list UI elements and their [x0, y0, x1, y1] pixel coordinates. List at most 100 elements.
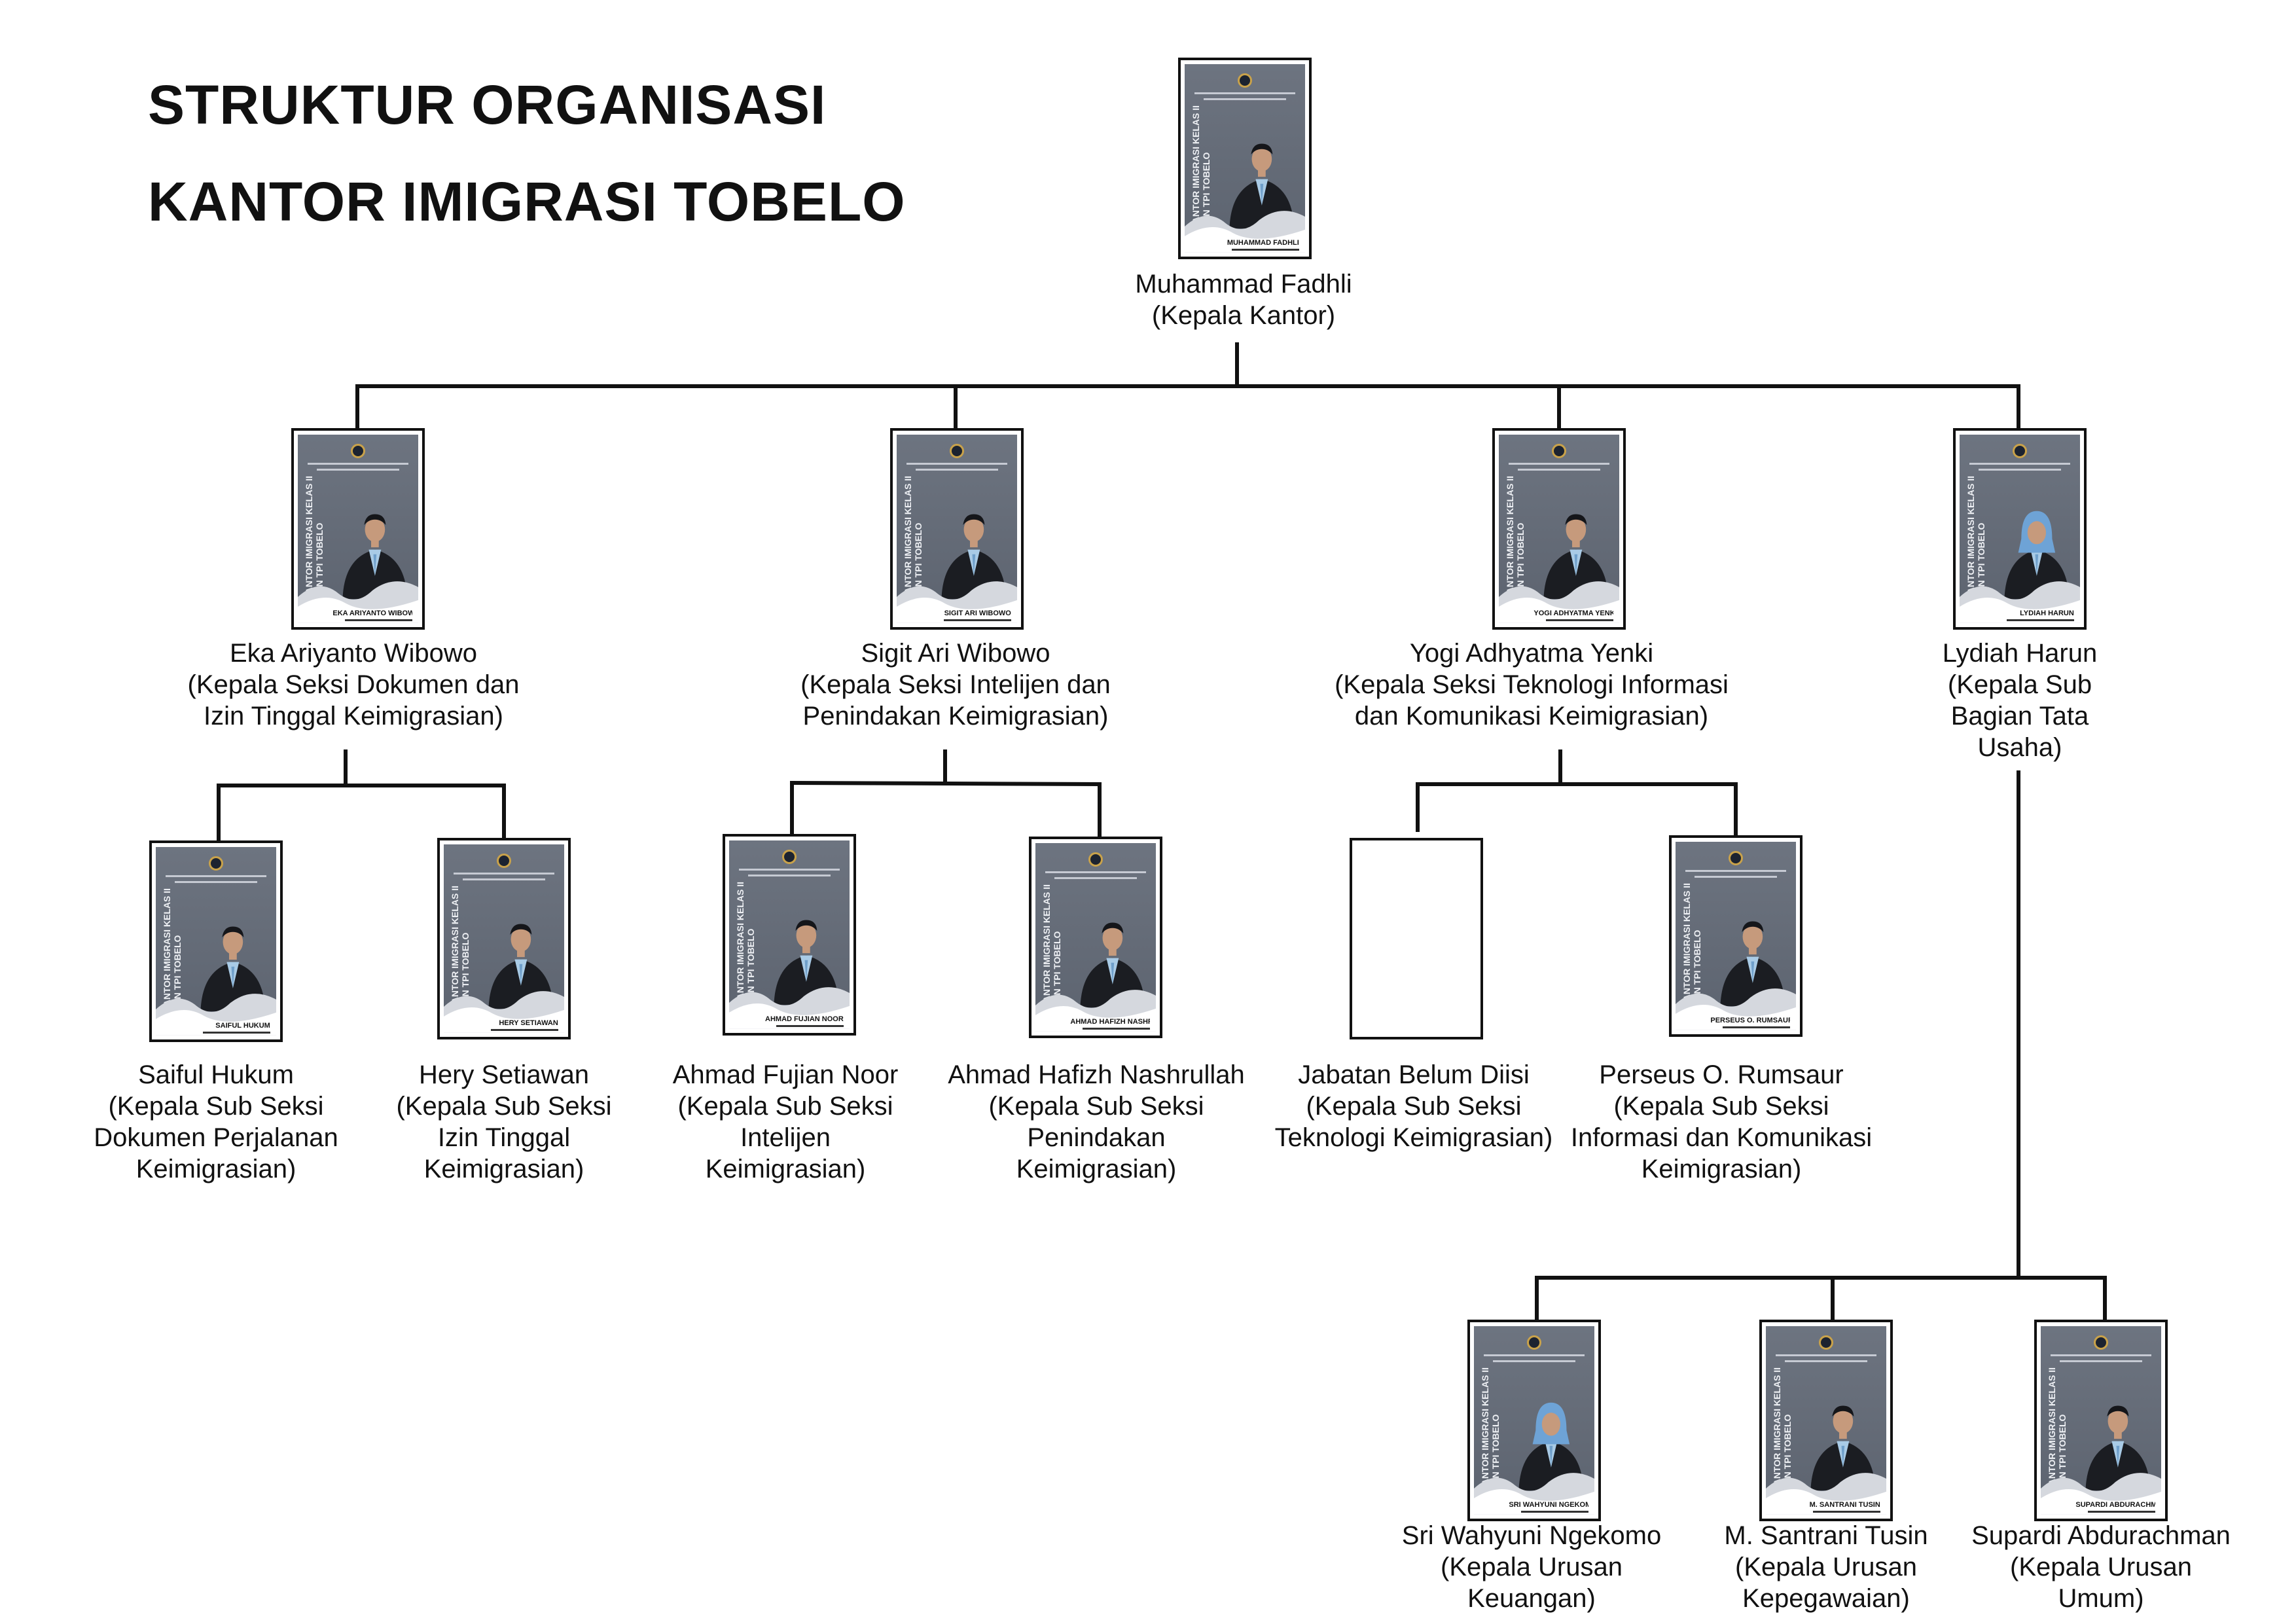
- card-body: KANTOR IMIGRASI KELAS II NON TPI TOBELO …: [156, 847, 276, 1036]
- id-card-photo: KANTOR IMIGRASI KELAS II NON TPI TOBELO …: [1953, 428, 2087, 630]
- card-header-line: [165, 875, 267, 878]
- card-wave: [1960, 581, 2080, 623]
- card-header-line: [1483, 1354, 1585, 1357]
- position-title: (Kepala Sub Seksi: [1613, 1092, 1829, 1121]
- position-title: (Kepala Kantor): [1151, 301, 1336, 330]
- card-body: KANTOR IMIGRASI KELAS II NON TPI TOBELO …: [1185, 64, 1305, 253]
- person-name: Hery Setiawan: [418, 1060, 590, 1089]
- position-title: Keimigrasian): [423, 1155, 584, 1183]
- card-nip-line: [202, 1032, 270, 1034]
- person-name: Sri Wahyuni Ngekomo: [1401, 1521, 1662, 1550]
- node-label: Ahmad Hafizh Nashrullah(Kepala Sub Seksi…: [929, 1059, 1263, 1185]
- card-name: HERY SETIAWAN: [499, 1019, 558, 1027]
- card-wave: [1499, 581, 1619, 623]
- emblem-icon: [1729, 851, 1743, 866]
- id-card-photo: KANTOR IMIGRASI KELAS II NON TPI TOBELO …: [291, 428, 425, 630]
- card-nip-line: [2006, 619, 2074, 622]
- position-title: Dokumen Perjalanan: [94, 1123, 338, 1152]
- card-wave: [1676, 988, 1796, 1030]
- card-header-line: [738, 869, 840, 871]
- position-title: Intelijen: [740, 1123, 831, 1152]
- emblem-icon: [1552, 444, 1566, 459]
- position-title: (Kepala Urusan: [2010, 1553, 2192, 1581]
- card-header-line: [1969, 463, 2071, 465]
- position-title: Bagian Tata: [1950, 702, 2089, 731]
- card-header-line: [2050, 1354, 2152, 1357]
- position-title: (Kepala Seksi Dokumen dan: [187, 670, 520, 699]
- card-wave: [1035, 990, 1156, 1032]
- id-card-photo: KANTOR IMIGRASI KELAS II NON TPI TOBELO …: [1492, 428, 1626, 630]
- card-header-line: [307, 463, 409, 465]
- id-card-photo: KANTOR IMIGRASI KELAS II NON TPI TOBELO …: [149, 840, 283, 1042]
- position-title: (Kepala Sub: [1947, 670, 2092, 699]
- card-header-line: [175, 880, 257, 883]
- card-body: KANTOR IMIGRASI KELAS II NON TPI TOBELO …: [2041, 1326, 2161, 1515]
- card-nip-line: [1082, 1028, 1150, 1030]
- card-header-line: [1785, 1360, 1867, 1362]
- card-wave: [1474, 1473, 1594, 1515]
- card-wave: [298, 581, 418, 623]
- empty-photo-placeholder: [1350, 838, 1483, 1039]
- card-nip-line: [943, 619, 1011, 622]
- position-title: (Kepala Seksi Intelijen dan: [800, 670, 1111, 699]
- card-wave: [1185, 211, 1305, 253]
- emblem-icon: [351, 444, 365, 459]
- card-body: KANTOR IMIGRASI KELAS II NON TPI TOBELO …: [444, 844, 564, 1033]
- card-body: KANTOR IMIGRASI KELAS II NON TPI TOBELO …: [1499, 435, 1619, 623]
- card-name: MUHAMMAD FADHLI: [1227, 238, 1299, 247]
- position-title: Informasi dan Komunikasi: [1570, 1123, 1873, 1152]
- card-name: PERSEUS O. RUMSAUR: [1710, 1016, 1790, 1024]
- id-card-photo: KANTOR IMIGRASI KELAS II NON TPI TOBELO …: [890, 428, 1024, 630]
- position-title: (Kepala Sub Seksi: [108, 1092, 324, 1121]
- position-title: Kepegawaian): [1742, 1584, 1910, 1613]
- position-title: Keimigrasian): [135, 1155, 296, 1183]
- card-header-line: [317, 468, 399, 471]
- page-subtitle: KANTOR IMIGRASI TOBELO: [148, 171, 906, 232]
- person-name: Supardi Abdurachman: [1971, 1521, 2231, 1550]
- card-nip-line: [1231, 249, 1299, 251]
- emblem-icon: [497, 854, 511, 869]
- card-header-line: [1054, 876, 1137, 879]
- position-title: Teknologi Keimigrasian): [1274, 1123, 1553, 1152]
- card-body: KANTOR IMIGRASI KELAS II NON TPI TOBELO …: [1676, 842, 1796, 1030]
- person-name: Lydiah Harun: [1942, 639, 2098, 668]
- person-photo: [2004, 511, 2070, 599]
- position-title: (Kepala Sub Seksi: [396, 1092, 612, 1121]
- card-name: SRI WAHYUNI NGEKOMO: [1509, 1500, 1588, 1509]
- card-header-line: [1685, 870, 1787, 873]
- id-card-photo: KANTOR IMIGRASI KELAS II NON TPI TOBELO …: [723, 834, 856, 1036]
- card-header-line: [1518, 468, 1600, 471]
- position-title: (Kepala Urusan: [1441, 1553, 1623, 1581]
- position-title: Penindakan: [1027, 1123, 1166, 1152]
- card-header-line: [463, 878, 545, 880]
- connector-line: [789, 780, 1102, 787]
- card-name: AHMAD HAFIZH NASHRULLAH: [1070, 1017, 1149, 1026]
- person-name: Sigit Ari Wibowo: [861, 639, 1050, 668]
- card-wave: [444, 991, 564, 1033]
- card-header-line: [1775, 1354, 1877, 1357]
- card-nip-line: [344, 619, 412, 622]
- emblem-icon: [1819, 1335, 1833, 1350]
- card-header-line: [1979, 468, 2061, 471]
- emblem-icon: [950, 444, 964, 459]
- page-title: STRUKTUR ORGANISASI: [148, 74, 827, 135]
- card-body: KANTOR IMIGRASI KELAS II NON TPI TOBELO …: [1960, 435, 2080, 623]
- emblem-icon: [2094, 1335, 2108, 1350]
- card-body: KANTOR IMIGRASI KELAS II NON TPI TOBELO …: [729, 840, 850, 1029]
- card-name: SAIFUL HUKUM: [215, 1021, 270, 1030]
- card-header-line: [748, 874, 831, 876]
- position-title: Izin Tinggal Keimigrasian): [204, 702, 503, 731]
- card-wave: [897, 581, 1017, 623]
- card-header-line: [1508, 463, 1610, 465]
- position-title: (Kepala Sub Seksi: [1306, 1092, 1522, 1121]
- card-nip-line: [2087, 1511, 2155, 1513]
- emblem-icon: [1238, 73, 1252, 88]
- id-card-photo: KANTOR IMIGRASI KELAS II NON TPI TOBELO …: [1669, 835, 1803, 1037]
